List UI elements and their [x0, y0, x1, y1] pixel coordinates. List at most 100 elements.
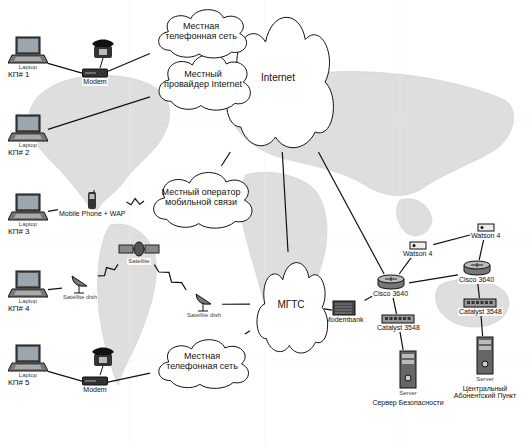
server-icon: [397, 350, 419, 390]
server-label: Сервер Безопасности: [371, 397, 444, 407]
network-link: [400, 332, 403, 350]
mobile-device: Mobile Phone + WAP: [58, 190, 126, 218]
router-device: Cisco 3640: [458, 260, 495, 284]
watson-device: Watson 4: [470, 222, 501, 240]
wireless-link: [126, 199, 144, 205]
server-device: ServerСервер Безопасности: [370, 350, 446, 406]
network-link: [481, 316, 483, 336]
network-link: [478, 284, 480, 298]
laptop-icon: [8, 270, 48, 298]
phone-wire: [100, 58, 103, 68]
device-label: Watson 4: [402, 250, 433, 258]
device-label: Satellite dish: [62, 294, 98, 301]
network-cloud: Местный провайдер Internet: [150, 48, 256, 112]
laptop-icon: [8, 114, 48, 142]
laptop-device: КП# 1Laptop: [8, 36, 48, 79]
icon-caption: Laptop: [18, 64, 38, 71]
router-device: Cisco 3640: [372, 274, 409, 298]
network-link: [222, 304, 250, 305]
dish-icon: [193, 290, 215, 312]
sat-device: Satellite: [118, 240, 160, 265]
modem-device: Modem: [82, 68, 108, 86]
device-label: Cisco 3640: [372, 290, 409, 298]
network-link: [108, 373, 150, 382]
network-link: [245, 331, 250, 334]
network-cloud: Местная телефонная сеть: [150, 4, 252, 60]
network-link: [399, 258, 411, 274]
cloud-label: Местная телефонная сеть: [162, 352, 242, 372]
cloud-label: Местный оператор мобильной связи: [156, 188, 246, 208]
mobile-icon: [87, 190, 97, 210]
device-label: Modem: [82, 78, 107, 86]
icon-caption: Laptop: [18, 142, 38, 149]
server-device: ServerЦентральный Абонентский Пункт: [446, 336, 524, 400]
device-label: Modem: [82, 386, 107, 394]
router-icon: [376, 274, 406, 290]
icon-caption: Laptop: [18, 221, 38, 228]
device-label: Server: [398, 390, 418, 397]
phone-wire: [100, 366, 103, 375]
network-cloud: Местный оператор мобильной связи: [144, 166, 258, 230]
cloud-label: Местный провайдер Internet: [162, 70, 244, 90]
laptop-icon: [8, 36, 48, 64]
network-link: [479, 240, 484, 260]
network-link: [108, 53, 150, 71]
modembank-icon: [332, 300, 356, 316]
network-link: [393, 298, 396, 314]
laptop-device: КП# 2Laptop: [8, 114, 48, 157]
cloud-label: Internet: [261, 72, 295, 83]
network-link: [282, 152, 288, 252]
sat-icon: [118, 240, 160, 258]
laptop-icon: [8, 193, 48, 221]
laptop-icon: [8, 344, 48, 372]
network-link: [48, 371, 82, 381]
station-label: КП# 5: [8, 379, 30, 388]
watson-icon: [477, 222, 495, 232]
device-label: Satellite: [127, 258, 150, 265]
laptop-device: КП# 5Laptop: [8, 344, 48, 387]
wireless-link: [154, 265, 186, 290]
modem-device: Modem: [82, 376, 108, 394]
telephone-icon: [92, 40, 114, 59]
modem-icon: [82, 376, 108, 386]
continent: [29, 75, 170, 215]
catalyst-device: Catalyst 3548: [376, 314, 421, 332]
device-label: Catalyst 3548: [458, 308, 503, 316]
dish-icon: [69, 272, 91, 294]
server-label: Центральный Абонентский Пункт: [446, 383, 524, 400]
cloud-label: МГТС: [277, 299, 304, 310]
station-label: КП# 3: [8, 228, 30, 237]
cloud-label: Местная телефонная сеть: [162, 22, 240, 42]
device-label: Catalyst 3548: [376, 324, 421, 332]
network-link: [48, 63, 82, 73]
laptop-device: КП# 3Laptop: [8, 193, 48, 236]
station-label: КП# 4: [8, 305, 30, 314]
device-label: Modembank: [324, 316, 365, 324]
icon-caption: Laptop: [18, 298, 38, 305]
continent: [397, 199, 432, 236]
continent: [436, 279, 509, 327]
device-label: Mobile Phone + WAP: [58, 210, 126, 218]
catalyst-icon: [381, 314, 415, 324]
network-link: [48, 210, 58, 212]
telephone-icon: [92, 348, 114, 367]
modem-icon: [82, 68, 108, 78]
device-label: Watson 4: [470, 232, 501, 240]
network-link: [365, 296, 372, 300]
network-link: [409, 275, 458, 283]
watson-device: Watson 4: [402, 240, 433, 258]
network-cloud: Местная телефонная сеть: [150, 334, 254, 390]
device-label: Server: [475, 376, 495, 383]
catalyst-icon: [463, 298, 497, 308]
device-label: Cisco 3640: [458, 276, 495, 284]
watson-icon: [409, 240, 427, 250]
modembank-device: Modembank: [324, 300, 365, 324]
network-link: [318, 152, 384, 274]
catalyst-device: Catalyst 3548: [458, 298, 503, 316]
network-link: [48, 288, 62, 289]
server-icon: [474, 336, 496, 376]
network-link: [433, 235, 470, 245]
station-label: КП# 2: [8, 149, 30, 158]
